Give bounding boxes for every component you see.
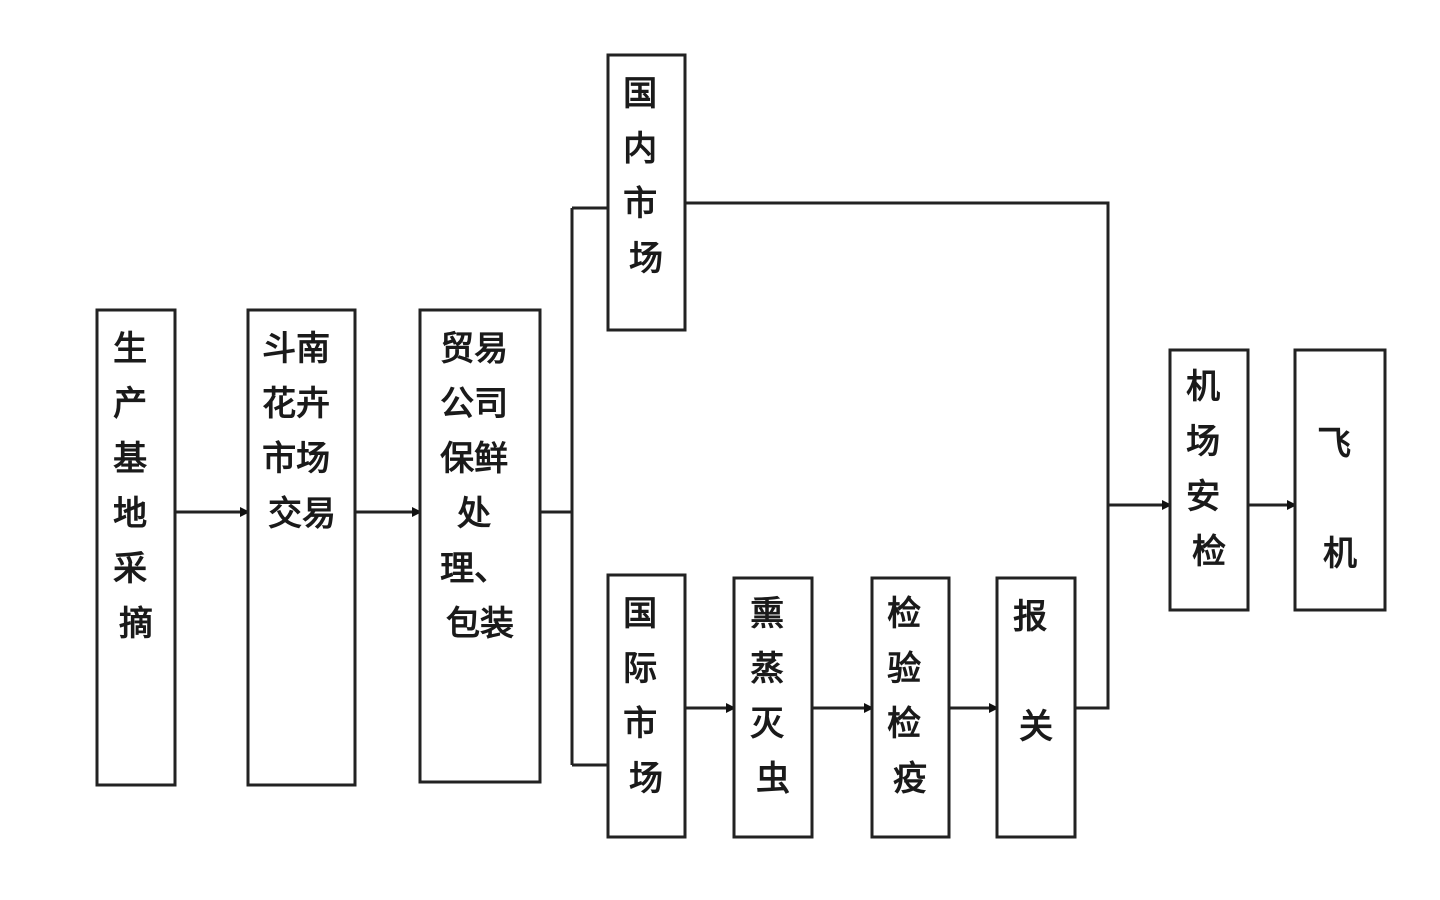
- node-dounan-market-label: 斗南 花卉 市场 交易: [262, 329, 342, 534]
- node-customs-label: 报 关: [1013, 597, 1059, 747]
- node-airport-security: 机 场 安 检: [1168, 348, 1250, 612]
- node-fumigation-label: 熏 蒸 灭 虫: [750, 594, 796, 799]
- node-domestic-market: 国 内 市 场: [606, 53, 687, 332]
- node-airport-security-label: 机 场 安 检: [1186, 367, 1232, 572]
- node-inspection: 检 验 检 疫: [870, 576, 951, 839]
- node-international-market-label: 国 际 市 场: [623, 594, 669, 799]
- connector-customs-to-right: [1075, 505, 1110, 710]
- node-harvest: 生 产 基 地 采 摘: [95, 308, 177, 787]
- node-airplane-label: 飞 机: [1317, 424, 1363, 574]
- node-domestic-market-label: 国 内 市 场: [623, 74, 669, 279]
- node-airplane: 飞 机: [1293, 348, 1387, 612]
- node-dounan-market: 斗南 花卉 市场 交易: [246, 308, 357, 787]
- connector-domestic-to-right: [685, 201, 1110, 505]
- node-trade-company: 贸易 公司 保鲜 处 理、 包装: [418, 308, 542, 784]
- node-customs: 报 关: [995, 576, 1077, 839]
- node-harvest-label: 生 产 基 地 采 摘: [113, 329, 159, 644]
- node-international-market: 国 际 市 场: [606, 573, 687, 839]
- node-trade-company-label: 贸易 公司 保鲜 处 理、 包装: [440, 329, 520, 644]
- connectors: [175, 201, 1297, 767]
- node-fumigation: 熏 蒸 灭 虫: [732, 576, 814, 839]
- node-inspection-label: 检 验 检 疫: [887, 594, 933, 799]
